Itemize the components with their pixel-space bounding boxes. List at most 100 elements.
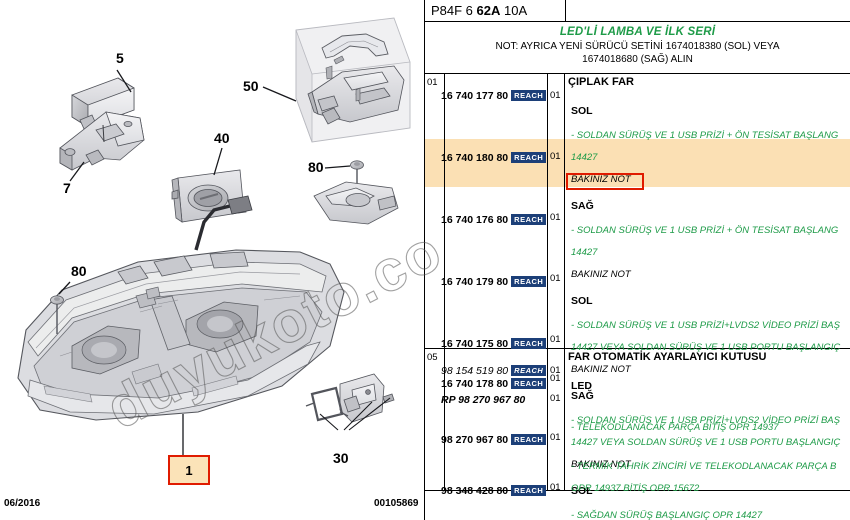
callout-7: 7: [63, 180, 71, 196]
part-description-line: - SOLDAN SÜRÜŞ VE 1 USB PRİZİ+LVDS2 VİDE…: [571, 415, 840, 426]
leader-40: [213, 147, 223, 176]
leader-30-b: [343, 401, 373, 431]
ref-bold: 62A: [476, 3, 501, 18]
part-side-label: SOL: [571, 105, 593, 117]
group-index-cell: 01: [425, 74, 445, 348]
part-description-line: - TELEKODLANACAK PARÇA BİTİŞ OPR 14937: [571, 422, 779, 433]
group-title: ÇIPLAK FAR: [568, 76, 634, 88]
part-description-line: OPR 14937 BİTİŞ OPR 15672: [571, 483, 700, 494]
part-description-line: - SOLDAN SÜRÜŞ VE 1 USB PRİZİ + ÖN TESİS…: [571, 225, 839, 236]
part-1-headlamp: [17, 195, 345, 421]
reference-header-row: P84F 6 62A 10A: [425, 0, 850, 22]
ref-suffix: 10A: [500, 3, 528, 18]
reach-badge: REACH: [511, 338, 547, 349]
part-30-assembly: [305, 373, 395, 423]
part-7-bracket: [59, 111, 145, 171]
note-header-row: LED'Lİ LAMBA VE İLK SERİ NOT: AYRICA YEN…: [425, 22, 850, 74]
note-title: LED'Lİ LAMBA VE İLK SERİ: [559, 26, 716, 38]
leader-50: [262, 86, 297, 102]
group-index: 01: [427, 77, 438, 88]
leader-5-to-7: [102, 124, 105, 143]
part-description-line: BAKINIZ NOT: [571, 459, 631, 470]
parts-table-panel: P84F 6 62A 10A LED'Lİ LAMBA VE İLK SERİ …: [424, 0, 850, 520]
callout-5: 5: [116, 50, 124, 66]
leader-5: [116, 69, 132, 93]
part-description-line: - SOLDAN SÜRÜŞ VE 1 USB PRİZİ + ÖN TESİS…: [571, 130, 839, 141]
part-quantity: 01: [550, 432, 561, 443]
part-number[interactable]: RP 98 270 967 80: [441, 394, 526, 406]
ref-prefix: P84F 6: [431, 3, 477, 18]
reach-badge: REACH: [511, 434, 547, 445]
reach-badge: REACH: [511, 365, 547, 376]
part-description-line: 14427 VEYA SOLDAN SÜRÜŞ VE 1 USB PORTU B…: [571, 437, 841, 448]
part-80-upper-body: [313, 181, 399, 225]
reach-badge: REACH: [511, 276, 547, 287]
part-quantity: 01: [550, 151, 561, 162]
part-description-line: BAKINIZ NOT: [571, 174, 631, 185]
callout-80-upper: 80: [308, 159, 324, 175]
document-number: 00105869: [374, 498, 419, 509]
highlighted-row-band: [425, 139, 850, 187]
callout-80-lower: 80: [71, 263, 87, 279]
reach-badge: REACH: [511, 485, 547, 496]
note-body: NOT: AYRICA YENİ SÜRÜCÜ SETİNİ 167401838…: [425, 40, 850, 66]
part-quantity: 01: [550, 273, 561, 284]
part-quantity: 01: [550, 212, 561, 223]
group-index-cell: 05: [425, 349, 445, 490]
leader-30-a: [319, 413, 339, 431]
part-side-label: SAĞ: [571, 200, 594, 212]
document-date: 06/2016: [4, 498, 41, 509]
leader-80-upper: [324, 165, 351, 169]
part-side-label: SAĞ: [571, 390, 594, 402]
note-line-1: NOT: AYRICA YENİ SÜRÜCÜ SETİNİ 167401838…: [495, 41, 780, 52]
leader-80-lower: [58, 281, 71, 295]
callout-1-label: 1: [185, 462, 193, 478]
part-description-line: 14427: [571, 247, 598, 258]
technical-drawing: 5 7 40 50 80 80 30 1 06/2016 00105869: [0, 0, 424, 520]
part-quantity: 01: [550, 334, 561, 345]
part-description-line: - SAĞDAN SÜRÜŞ BAŞLANGIÇ OPR 14427: [571, 510, 763, 520]
part-40-module: [171, 169, 247, 223]
leader-7: [69, 161, 85, 182]
reference-code: P84F 6 62A 10A: [431, 3, 527, 18]
part-description-line: - SOLDAN SÜRÜŞ VE 1 USB PRİZİ+LVDS2 VİDE…: [571, 320, 840, 331]
part-quantity: 01: [550, 482, 561, 493]
part-description-line: BAKINIZ NOT: [571, 364, 631, 375]
part-description-line: - TERMİK TAHRİK ZİNCİRİ VE TELEKODLANACA…: [571, 461, 837, 472]
part-description-line: BAKINIZ NOT: [571, 269, 631, 280]
group-index: 05: [427, 352, 438, 363]
leader-30-c: [348, 397, 391, 431]
description-column: ÇIPLAK FAR SOL - SOLDAN SÜRÜŞ VE 1 USB PRİ…: [565, 74, 850, 520]
callout-30: 30: [333, 450, 349, 466]
callout-50: 50: [243, 78, 259, 94]
part-description-line: 14427: [571, 152, 598, 163]
part-description-line: 14427 VEYA SOLDAN SÜRÜŞ VE 1 USB PORTU B…: [571, 342, 841, 353]
reach-badge: REACH: [511, 214, 547, 225]
part-side-label: SOL: [571, 485, 593, 497]
note-line-2: 1674018680 (SAĞ) ALIN: [582, 54, 693, 65]
callout-1-highlighted: 1: [168, 455, 210, 485]
part-80-lower-screw: [50, 295, 64, 334]
part-quantity: 01: [550, 365, 561, 376]
header-divider: [565, 0, 566, 22]
group-title: FAR OTOMATİK AYARLAYICI KUTUSU: [568, 351, 767, 363]
drawing-svg: [17, 17, 411, 455]
part-quantity: 01: [550, 373, 561, 384]
part-side-label: SOL: [571, 295, 593, 307]
